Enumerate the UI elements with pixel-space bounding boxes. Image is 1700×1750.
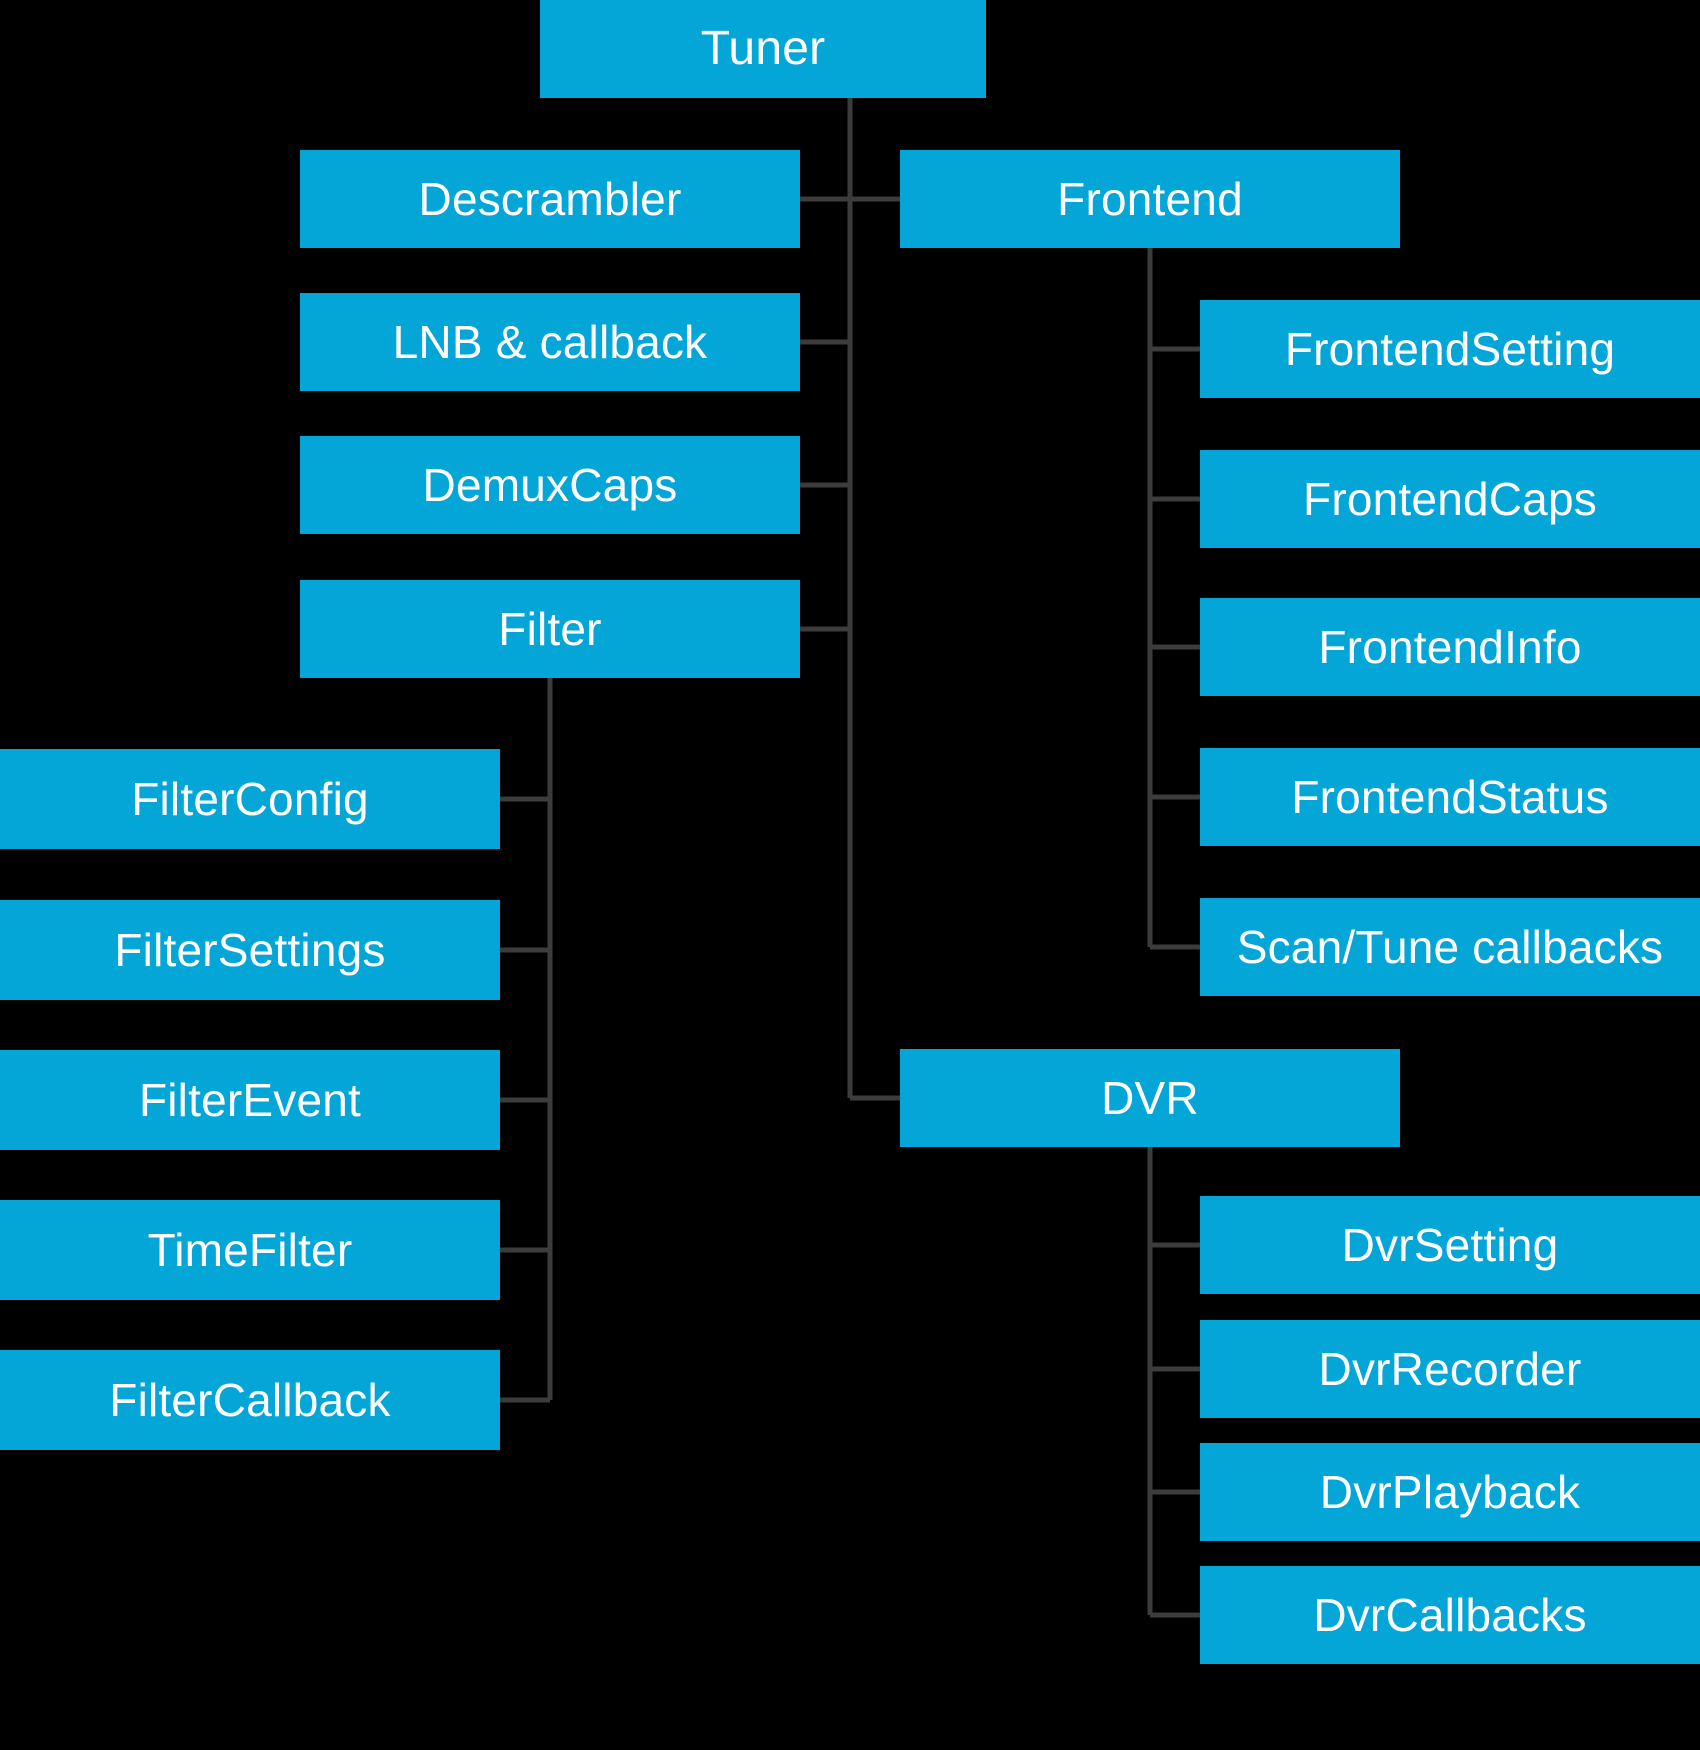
- node-frontend[interactable]: Frontend: [900, 150, 1400, 248]
- node-label: FrontendSetting: [1284, 323, 1616, 375]
- node-filterconfig[interactable]: FilterConfig: [0, 749, 500, 849]
- node-label: Frontend: [1057, 173, 1243, 225]
- node-label: DVR: [1101, 1072, 1199, 1124]
- node-frontendstatus[interactable]: FrontendStatus: [1200, 748, 1700, 846]
- node-dvrsetting[interactable]: DvrSetting: [1200, 1196, 1700, 1294]
- node-tuner[interactable]: Tuner: [540, 0, 986, 98]
- node-label: DvrCallbacks: [1313, 1589, 1587, 1641]
- node-label: FrontendInfo: [1318, 621, 1582, 673]
- node-label: Descrambler: [418, 173, 682, 225]
- node-label: FilterSettings: [114, 924, 386, 976]
- node-label: Filter: [498, 603, 602, 655]
- node-filter[interactable]: Filter: [300, 580, 800, 678]
- node-label: DvrPlayback: [1319, 1466, 1581, 1518]
- node-label: Scan/Tune callbacks: [1236, 921, 1664, 973]
- node-label: TimeFilter: [147, 1224, 353, 1276]
- node-label: FilterConfig: [131, 773, 369, 825]
- node-dvrplayback[interactable]: DvrPlayback: [1200, 1443, 1700, 1541]
- node-label: FrontendStatus: [1291, 771, 1609, 823]
- node-filtersettings[interactable]: FilterSettings: [0, 900, 500, 1000]
- node-label: LNB & callback: [392, 316, 708, 368]
- node-label: Tuner: [700, 22, 826, 75]
- node-frontendsetting[interactable]: FrontendSetting: [1200, 300, 1700, 398]
- node-scan-tune-callbacks[interactable]: Scan/Tune callbacks: [1200, 898, 1700, 996]
- node-dvrcallbacks[interactable]: DvrCallbacks: [1200, 1566, 1700, 1664]
- node-demuxcaps[interactable]: DemuxCaps: [300, 436, 800, 534]
- node-frontendinfo[interactable]: FrontendInfo: [1200, 598, 1700, 696]
- node-label: FilterEvent: [138, 1074, 362, 1126]
- node-filterevent[interactable]: FilterEvent: [0, 1050, 500, 1150]
- node-label: FilterCallback: [109, 1374, 391, 1426]
- node-label: DvrSetting: [1341, 1219, 1559, 1271]
- node-dvrrecorder[interactable]: DvrRecorder: [1200, 1320, 1700, 1418]
- node-frontendcaps[interactable]: FrontendCaps: [1200, 450, 1700, 548]
- node-label: FrontendCaps: [1303, 473, 1597, 525]
- node-timefilter[interactable]: TimeFilter: [0, 1200, 500, 1300]
- node-dvr[interactable]: DVR: [900, 1049, 1400, 1147]
- node-label: DemuxCaps: [422, 459, 678, 511]
- node-lnb-callback[interactable]: LNB & callback: [300, 293, 800, 391]
- node-filtercallback[interactable]: FilterCallback: [0, 1350, 500, 1450]
- node-descrambler[interactable]: Descrambler: [300, 150, 800, 248]
- node-label: DvrRecorder: [1318, 1343, 1582, 1395]
